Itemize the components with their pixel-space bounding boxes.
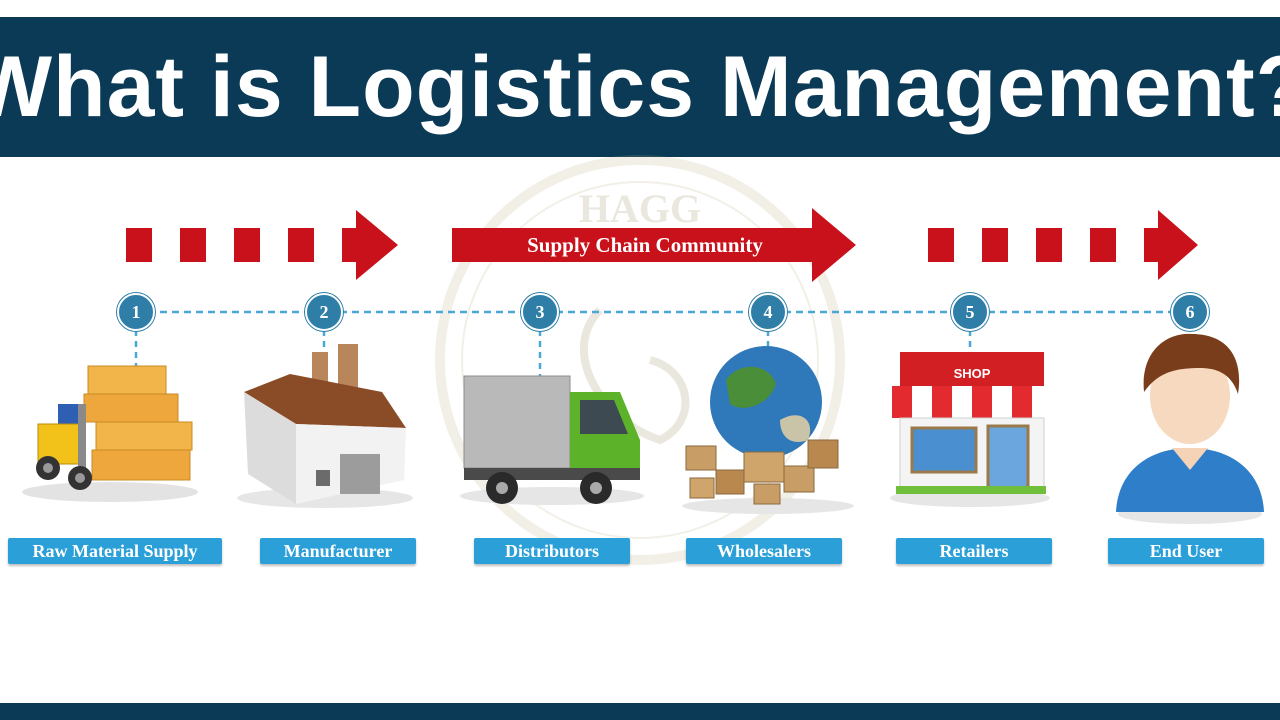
step-number: 4	[749, 293, 787, 331]
step-label-raw-material-supply: Raw Material Supply	[8, 538, 222, 564]
shop-awning	[892, 386, 1052, 418]
step-label-distributors: Distributors	[474, 538, 630, 564]
step-number: 3	[521, 293, 559, 331]
truck-icon	[460, 375, 644, 505]
globe-boxes-icon	[682, 346, 854, 514]
step-label-retailers: Retailers	[896, 538, 1052, 564]
shop-icon: SHOP	[890, 352, 1052, 507]
vertical-connectors	[134, 330, 972, 378]
step-number: 5	[951, 293, 989, 331]
step-number: 6	[1171, 293, 1209, 331]
red-arrow-right	[928, 210, 1198, 280]
factory-icon	[237, 344, 413, 508]
watermark: HAGG	[435, 155, 845, 565]
banner-arrow	[452, 208, 856, 282]
red-arrow-left	[126, 210, 398, 280]
title-bar: What is Logistics Management?	[0, 17, 1280, 157]
step-label-wholesalers: Wholesalers	[686, 538, 842, 564]
watermark-text: HAGG	[579, 186, 701, 231]
forklift-boxes-icon	[22, 365, 198, 502]
user-icon	[1116, 333, 1264, 524]
page-title: What is Logistics Management?	[0, 38, 1280, 135]
bottom-bar	[0, 703, 1280, 720]
step-number: 1	[117, 293, 155, 331]
shop-sign-text: SHOP	[954, 366, 991, 381]
step-label-end-user: End User	[1108, 538, 1264, 564]
top-strip	[0, 0, 1280, 17]
step-number: 2	[305, 293, 343, 331]
step-label-manufacturer: Manufacturer	[260, 538, 416, 564]
banner-label: Supply Chain Community	[527, 232, 763, 257]
